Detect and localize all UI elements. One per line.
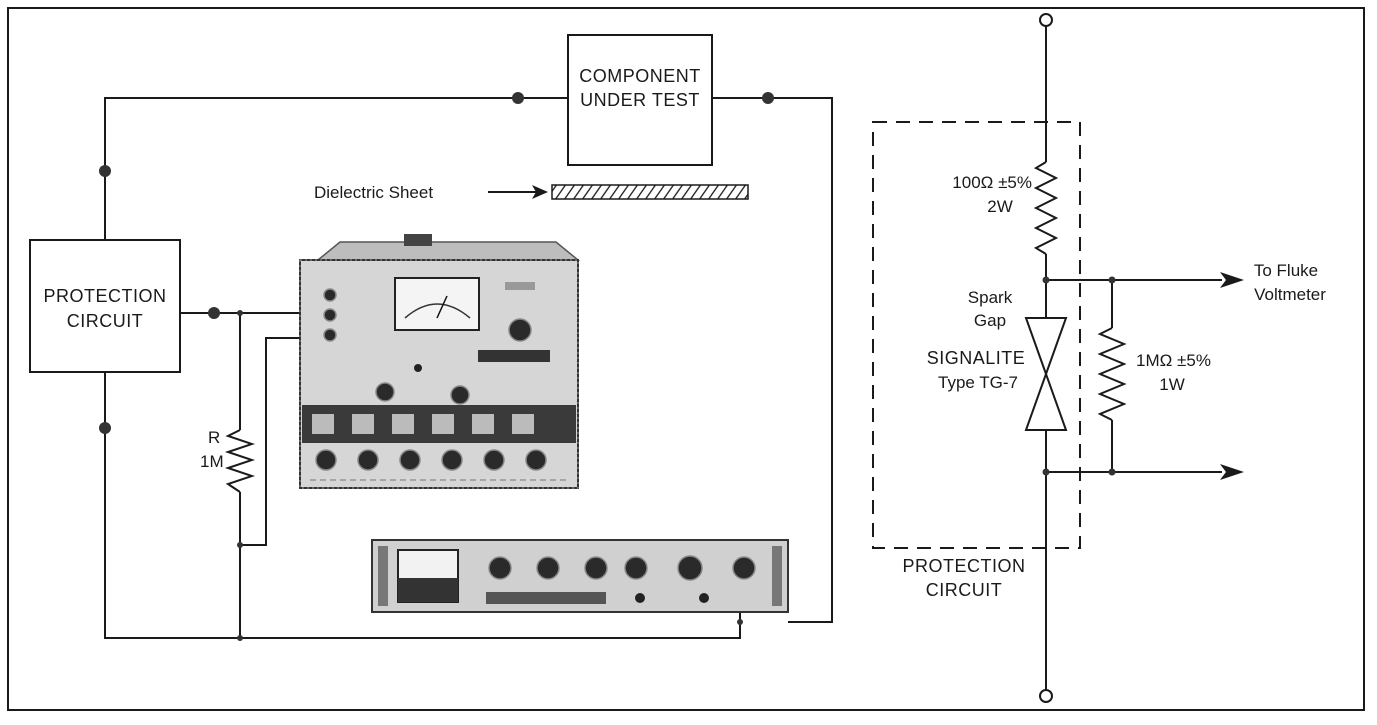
junction-node — [512, 92, 524, 104]
output-label-line2: Voltmeter — [1254, 285, 1326, 304]
junction-node — [1108, 276, 1116, 284]
junction-node — [237, 542, 243, 548]
output-label-line1: To Fluke — [1254, 261, 1318, 280]
junction-node — [1042, 276, 1050, 284]
input-terminal-bottom — [1039, 689, 1053, 703]
spark-gap-maker: SIGNALITE — [927, 348, 1026, 368]
spark-gap-type: Type TG-7 — [938, 373, 1018, 392]
output-arrow-top — [1220, 272, 1244, 288]
output-arrow-bottom — [1220, 464, 1244, 480]
resistor-r-value: 1M — [200, 452, 224, 471]
component-under-test-box — [567, 34, 713, 166]
junction-node — [99, 165, 111, 177]
junction-node — [237, 310, 243, 316]
resistor-100-value: 100Ω ±5% — [952, 173, 1032, 192]
test-setup: R 1M COMPONENT UNDER TEST Dielectric She… — [29, 34, 833, 641]
resistor-r-name: R — [208, 428, 220, 447]
spark-gap-line1: Spark — [968, 288, 1013, 307]
enclosure-label-line1: PROTECTION — [902, 556, 1025, 576]
wire-top-left — [104, 97, 568, 240]
power-supply-image — [371, 539, 789, 625]
protection-circuit-schematic: 100Ω ±5% 2W Spark Gap SIGNALITE Type TG-… — [872, 13, 1326, 703]
test-instrument-image — [299, 234, 581, 489]
protection-circuit-line1: PROTECTION — [43, 286, 166, 306]
component-under-test-line1: COMPONENT — [579, 66, 701, 86]
protection-circuit-box — [29, 239, 181, 373]
spark-gap-lower — [1024, 371, 1068, 431]
junction-node — [762, 92, 774, 104]
component-under-test-line2: UNDER TEST — [580, 90, 700, 110]
junction-node — [99, 422, 111, 434]
dielectric-arrow-head — [532, 185, 548, 199]
dielectric-sheet-label: Dielectric Sheet — [314, 183, 433, 202]
junction-node — [1042, 468, 1050, 476]
spark-gap-upper — [1024, 317, 1068, 377]
resistor-100-power: 2W — [987, 197, 1013, 216]
junction-node — [1108, 468, 1116, 476]
resistor-r-symbol — [224, 429, 256, 493]
wire-r-to-meter — [240, 337, 300, 546]
outer-frame — [7, 7, 1365, 711]
enclosure-label-line2: CIRCUIT — [926, 580, 1003, 600]
spark-gap-line2: Gap — [974, 311, 1006, 330]
protection-circuit-line2: CIRCUIT — [67, 311, 144, 331]
input-terminal-top — [1039, 13, 1053, 27]
resistor-1m-power: 1W — [1159, 375, 1185, 394]
junction-node — [237, 635, 243, 641]
resistor-1m-value: 1MΩ ±5% — [1136, 351, 1211, 370]
resistor-1m-symbol — [1097, 327, 1127, 421]
protection-enclosure — [872, 121, 1081, 549]
junction-node — [208, 307, 220, 319]
resistor-100-symbol — [1033, 161, 1059, 255]
dielectric-sheet — [551, 184, 749, 200]
